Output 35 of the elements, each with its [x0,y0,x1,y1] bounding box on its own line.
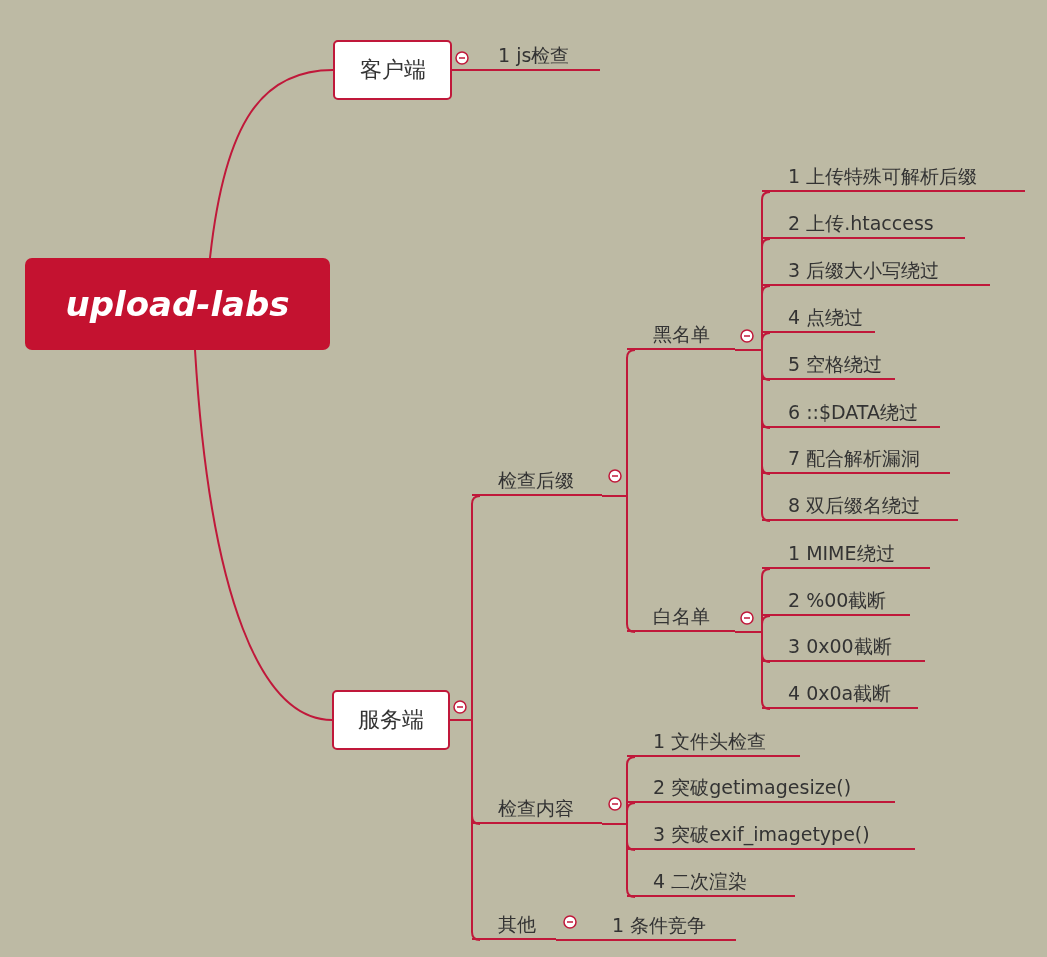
topic-label: 1 上传特殊可解析后缀 [762,162,1025,192]
topic-label: 3 突破exif_imagetype() [627,820,915,850]
root-topic: upload-labs [25,258,330,350]
topic-label: 白名单 [627,602,735,632]
topic-label: 3 0x00截断 [762,632,925,662]
topic-label: 4 点绕过 [762,303,875,333]
topic-label: 2 上传.htaccess [762,209,965,239]
topic-label: 8 双后缀名绕过 [762,491,958,521]
connector-line [734,631,771,710]
connector-line [601,823,636,898]
topic-label: 2 突破getimagesize() [627,773,895,803]
topic-label: 4 0x0a截断 [762,679,918,709]
topic-label: 2 %00截断 [762,586,910,616]
topic-label: 7 配合解析漏洞 [762,444,950,474]
topic-label: 其他 [472,910,556,940]
connector-line [734,349,771,522]
topic-box: 客户端 [333,40,452,100]
topic-label: 5 空格绕过 [762,350,895,380]
topic-label: 6 ::$DATA绕过 [762,398,940,428]
topic-box: 服务端 [332,690,450,750]
connector-line [601,495,636,633]
topic-label: 1 MIME绕过 [762,539,930,569]
connector-line [451,69,473,72]
topic-label: 1 条件竞争 [586,911,736,941]
topic-label: 3 后缀大小写绕过 [762,256,990,286]
connector-line [449,719,481,941]
topic-label: 1 文件头检查 [627,727,800,757]
topic-label: 1 js检查 [472,41,600,71]
topic-label: 检查内容 [472,794,602,824]
topic-label: 检查后缀 [472,466,602,496]
topic-label: 4 二次渲染 [627,867,795,897]
connector-line [194,349,333,721]
connector-line [209,69,334,259]
topic-label: 黑名单 [627,320,735,350]
connector-line [555,939,587,942]
